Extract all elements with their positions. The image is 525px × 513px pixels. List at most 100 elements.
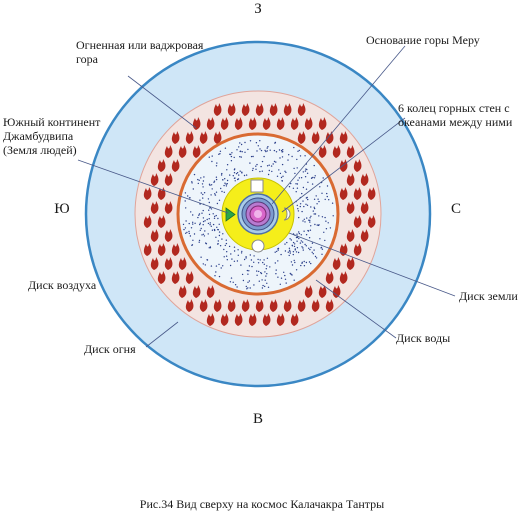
water-dot — [310, 206, 312, 208]
flame-mark — [185, 299, 194, 312]
flame-mark — [171, 159, 180, 172]
water-dot — [256, 163, 258, 166]
water-dot — [291, 274, 293, 276]
water-dot — [300, 234, 302, 236]
flame-mark — [360, 229, 369, 242]
water-dot — [203, 176, 205, 178]
water-dot — [268, 164, 270, 166]
water-dot — [207, 198, 210, 200]
water-dot — [291, 155, 293, 158]
water-dot — [267, 146, 269, 148]
water-dot — [250, 259, 253, 261]
flame-mark — [206, 285, 215, 298]
water-dot — [298, 149, 300, 152]
water-dot — [229, 281, 232, 283]
water-dot — [215, 265, 218, 267]
water-dot — [318, 215, 320, 217]
water-dot — [313, 206, 315, 208]
water-dot — [208, 247, 210, 249]
water-dot — [208, 218, 210, 220]
water-dot — [317, 198, 319, 200]
water-dot — [289, 250, 291, 253]
water-dot — [251, 265, 253, 268]
flame-mark — [360, 173, 369, 186]
water-dot — [325, 220, 327, 222]
water-dot — [188, 222, 190, 225]
water-dot — [303, 218, 305, 220]
water-dot — [295, 191, 297, 193]
water-dot — [263, 155, 265, 158]
water-dot — [307, 181, 309, 183]
flame-mark — [297, 103, 306, 116]
water-dot — [307, 229, 309, 232]
water-dot — [191, 182, 193, 184]
water-dot — [222, 233, 224, 235]
water-dot — [311, 251, 313, 253]
water-dot — [185, 232, 187, 234]
water-dot — [197, 216, 199, 219]
water-dot — [202, 263, 204, 265]
water-dot — [277, 260, 279, 262]
water-dot — [230, 155, 233, 158]
water-dot — [267, 286, 270, 288]
water-dot — [241, 250, 243, 253]
water-dot — [200, 192, 202, 194]
water-dot — [296, 233, 298, 235]
jambudvipa-triangle-icon — [225, 207, 236, 222]
water-dot — [226, 164, 229, 166]
water-dot — [213, 217, 216, 219]
water-dot — [274, 141, 277, 144]
flame-mark — [185, 131, 194, 144]
water-dot — [309, 229, 312, 231]
water-dot — [260, 165, 262, 168]
water-dot — [246, 288, 248, 290]
water-dot — [217, 240, 219, 242]
water-dot — [192, 221, 194, 223]
water-dot — [238, 146, 240, 148]
flame-mark — [367, 187, 376, 200]
water-dot — [224, 147, 227, 149]
water-dot — [220, 174, 223, 176]
water-dot — [200, 177, 202, 179]
water-dot — [262, 284, 264, 287]
water-dot — [279, 172, 282, 175]
water-dot — [297, 208, 299, 210]
flame-mark — [269, 103, 278, 116]
water-dot — [191, 181, 193, 183]
flame-mark — [325, 271, 334, 284]
water-dot — [202, 180, 205, 182]
water-dot — [308, 247, 310, 249]
water-dot — [316, 224, 318, 226]
water-dot — [288, 154, 290, 156]
water-dot — [192, 239, 194, 241]
water-dot — [215, 191, 218, 193]
direction-south: В — [253, 411, 263, 427]
water-dot — [236, 178, 239, 181]
flame-mark — [262, 313, 271, 326]
water-dot — [200, 256, 202, 258]
flame-mark — [164, 201, 173, 214]
flame-mark — [150, 201, 159, 214]
water-dot — [218, 234, 221, 237]
water-dot — [322, 177, 324, 179]
water-dot — [211, 188, 213, 190]
water-dot — [264, 271, 266, 273]
flame-mark — [297, 131, 306, 144]
water-dot — [261, 279, 263, 281]
flame-mark — [157, 243, 166, 256]
water-dot — [321, 192, 323, 194]
water-dot — [280, 277, 283, 279]
water-dot — [202, 193, 204, 196]
water-dot — [302, 220, 304, 222]
flame-mark — [332, 145, 341, 158]
flame-mark — [325, 131, 334, 144]
water-dot — [208, 209, 210, 211]
flame-mark — [297, 299, 306, 312]
water-dot — [290, 261, 293, 263]
water-dot — [323, 231, 325, 233]
label-air-disk: Диск воздуха — [28, 278, 97, 292]
flame-mark — [304, 117, 313, 130]
water-dot — [298, 216, 300, 219]
direction-east: С — [451, 201, 461, 217]
water-dot — [301, 246, 303, 248]
